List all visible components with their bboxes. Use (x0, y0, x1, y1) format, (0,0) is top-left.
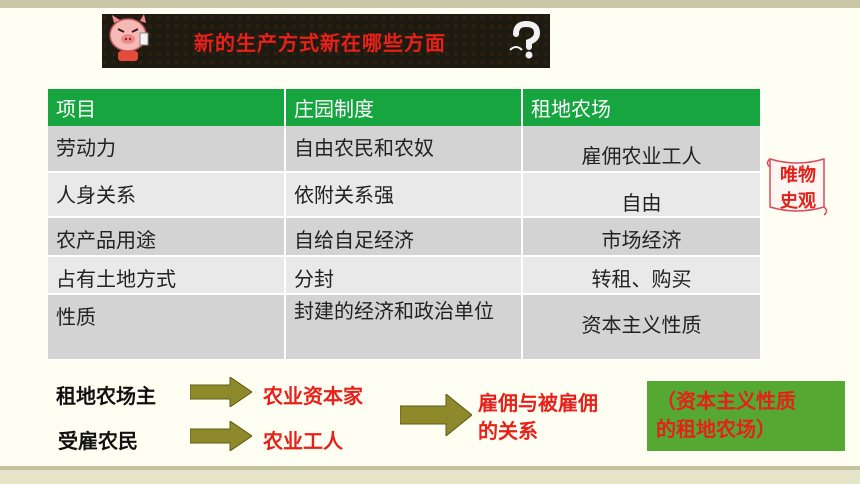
table-cell: 市场经济 (522, 217, 762, 257)
table-row: 占有土地方式 分封 转租、购买 (48, 256, 762, 295)
table-cell: 劳动力 (48, 126, 286, 173)
relation-line-2: 的关系 (478, 419, 538, 443)
agri-worker-label: 农业工人 (263, 429, 343, 453)
table-cell: 分封 (285, 256, 523, 295)
conclusion-line-1: （资本主义性质 (656, 389, 796, 413)
table-cell: 性质 (48, 294, 286, 361)
table-header: 项目 (48, 89, 286, 126)
table-cell: 雇佣农业工人 (522, 126, 762, 173)
conclusion-text: （资本主义性质 的租地农场） (656, 387, 846, 443)
arrow-right-icon (190, 421, 252, 451)
table-cell: 占有土地方式 (48, 256, 286, 295)
table-cell: 自由 (522, 172, 762, 218)
agri-capitalist-label: 农业资本家 (263, 384, 363, 408)
banner-title: 新的生产方式新在哪些方面 (194, 31, 446, 55)
table-cell: 依附关系强 (285, 172, 523, 218)
note-line-1: 唯物 (780, 165, 816, 186)
table-cell: 资本主义性质 (522, 294, 762, 361)
table-row: 劳动力 自由农民和农奴 雇佣农业工人 (48, 126, 762, 173)
scroll-note-icon (766, 157, 828, 216)
table-header-row: 项目 庄园制度 租地农场 (48, 89, 762, 126)
tenant-farmer-label: 租地农场主 (56, 384, 156, 408)
table-cell: 封建的经济和政治单位 (285, 294, 523, 361)
bottom-border-accent (0, 466, 860, 470)
table-row: 性质 封建的经济和政治单位 资本主义性质 (48, 294, 762, 361)
title-banner: 新的生产方式新在哪些方面 (102, 14, 550, 68)
table-cell: 人身关系 (48, 172, 286, 218)
bottom-border (0, 466, 860, 484)
employment-relation: 雇佣与被雇佣 的关系 (478, 389, 598, 445)
table-cell: 自由农民和农奴 (285, 126, 523, 173)
table-row: 人身关系 依附关系强 自由 (48, 172, 762, 218)
arrow-right-icon (400, 394, 472, 436)
relation-line-1: 雇佣与被雇佣 (478, 391, 598, 415)
table-row: 农产品用途 自给自足经济 市场经济 (48, 217, 762, 257)
note-line-2: 史观 (780, 191, 816, 212)
pig-mascot-icon (109, 14, 149, 61)
top-border (0, 0, 860, 8)
table-cell: 农产品用途 (48, 217, 286, 257)
question-mark-icon (509, 20, 541, 59)
materialism-note: 唯物 史观 (769, 163, 827, 215)
hired-farmer-label: 受雇农民 (58, 429, 138, 453)
arrow-right-icon (190, 377, 252, 407)
table-cell: 转租、购买 (522, 256, 762, 295)
table-cell: 自给自足经济 (285, 217, 523, 257)
conclusion-box (647, 381, 845, 451)
table-header: 租地农场 (522, 89, 762, 126)
comparison-table: 项目 庄园制度 租地农场 劳动力 自由农民和农奴 雇佣农业工人 人身关系 依附关… (48, 89, 762, 361)
conclusion-line-2: 的租地农场） (656, 417, 776, 441)
table-header: 庄园制度 (285, 89, 523, 126)
